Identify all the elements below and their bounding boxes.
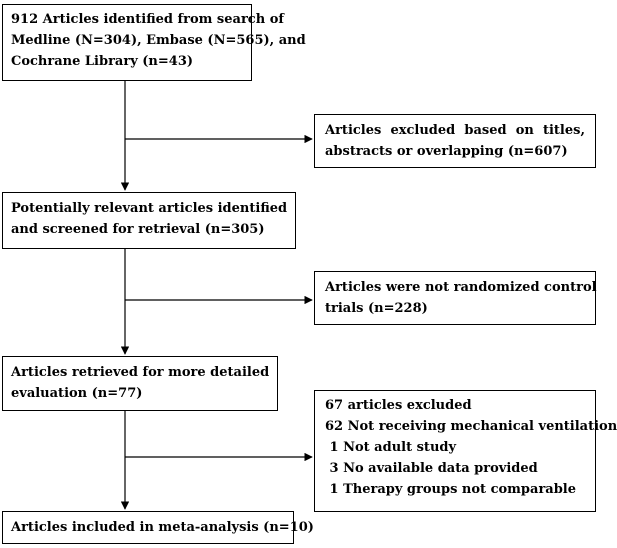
step2-line-1: Potentially relevant articles identified <box>11 201 288 216</box>
excl3-line-1: 67 articles excluded <box>325 398 472 413</box>
step3-line-2: evaluation (n=77) <box>11 386 143 401</box>
excl3-box: 67 articles excluded 62 Not receiving me… <box>314 390 617 512</box>
excl3-line-3: 1 Not adult study <box>325 440 457 455</box>
excl3-line-5: 1 Therapy groups not comparable <box>325 482 577 497</box>
excl1-line-1: Articles excluded based on titles, <box>325 123 585 138</box>
excl2-line-1: Articles were not randomized control <box>325 280 597 295</box>
excl1-box: Articles excluded based on titles, abstr… <box>314 114 596 168</box>
excl3-line-2: 62 Not receiving mechanical ventilation <box>325 419 617 434</box>
step3-line-1: Articles retrieved for more detailed <box>11 365 270 380</box>
step1-line-3: Cochrane Library (n=43) <box>11 54 194 69</box>
excl1-line-2: abstracts or overlapping (n=607) <box>325 144 568 159</box>
flow-connectors <box>120 81 313 510</box>
step1-line-1: 912 Articles identified from search of <box>11 12 284 27</box>
step1-line-2: Medline (N=304), Embase (N=565), and <box>11 33 306 48</box>
step3-retrieved-box: Articles retrieved for more detailed eva… <box>2 356 278 411</box>
step4-line-1: Articles included in meta-analysis (n=10… <box>11 520 314 535</box>
excl2-box: Articles were not randomized control tri… <box>314 271 597 325</box>
excl3-line-4: 3 No available data provided <box>325 461 538 476</box>
step2-line-2: and screened for retrieval (n=305) <box>11 222 265 237</box>
step4-included-box: Articles included in meta-analysis (n=10… <box>2 511 314 544</box>
step2-screened-box: Potentially relevant articles identified… <box>2 192 296 249</box>
excl2-line-2: trials (n=228) <box>325 301 428 316</box>
step1-identified-box: 912 Articles identified from search of M… <box>2 4 306 81</box>
